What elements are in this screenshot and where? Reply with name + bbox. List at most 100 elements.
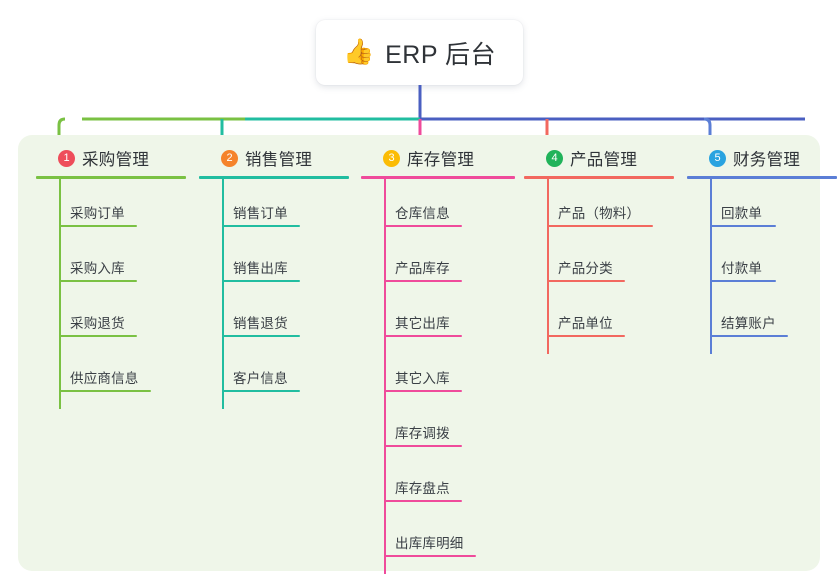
list-item-rule [710,335,788,337]
list-item-rule [384,500,462,502]
root-node-card[interactable]: 👍 ERP 后台 [316,20,523,85]
column-underline [36,176,186,179]
list-item-label: 客户信息 [233,371,288,386]
column-badge: 1 [58,149,75,167]
column-spine [222,179,224,409]
column-header[interactable]: 1 采购管理 [36,146,186,170]
column-underline [361,176,515,179]
list-item-rule [59,390,151,392]
column-item-list: 回款单付款单结算账户 [687,179,837,354]
list-item-label: 采购退货 [70,316,125,331]
list-item-rule [547,335,625,337]
column-title: 销售管理 [245,151,313,169]
list-item-rule [222,335,300,337]
column-title: 采购管理 [82,151,150,169]
list-item-rule [384,555,476,557]
list-item-label: 产品库存 [395,261,450,276]
list-item[interactable]: 回款单 [687,179,837,234]
list-item[interactable]: 库存调拨 [361,399,515,454]
list-item[interactable]: 客户信息 [199,344,349,399]
list-item[interactable]: 销售出库 [199,234,349,289]
list-item-rule [710,225,776,227]
list-item[interactable]: 采购退货 [36,289,186,344]
column-badge: 3 [383,149,400,167]
list-item[interactable]: 付款单 [687,234,837,289]
column-财务管理: 5 财务管理回款单付款单结算账户 [687,146,837,354]
column-header[interactable]: 4 产品管理 [524,146,674,170]
list-item-label: 销售退货 [233,316,288,331]
list-item-label: 出库库明细 [395,536,464,551]
list-item-rule [222,280,300,282]
list-item[interactable]: 产品分类 [524,234,674,289]
column-spine [59,179,61,409]
column-采购管理: 1 采购管理采购订单采购入库采购退货供应商信息 [36,146,186,409]
list-item-label: 产品（物料） [558,206,641,221]
list-item-label: 采购订单 [70,206,125,221]
column-header[interactable]: 3 库存管理 [361,146,515,170]
column-销售管理: 2 销售管理销售订单销售出库销售退货客户信息 [199,146,349,409]
column-title: 库存管理 [407,151,475,169]
list-item-rule [547,225,653,227]
column-title: 产品管理 [570,151,638,169]
column-spine [710,179,712,354]
list-item-label: 付款单 [721,261,763,276]
list-item-rule [384,225,462,227]
list-item-label: 产品单位 [558,316,613,331]
list-item-rule [710,280,776,282]
list-item-rule [384,335,462,337]
list-item-label: 库存调拨 [395,426,450,441]
list-item-label: 销售出库 [233,261,288,276]
list-item[interactable]: 结算账户 [687,289,837,344]
list-item-rule [222,225,300,227]
list-item-label: 产品分类 [558,261,613,276]
list-item[interactable]: 采购入库 [36,234,186,289]
list-item[interactable]: 仓库信息 [361,179,515,234]
column-item-list: 产品（物料） 产品分类产品单位 [524,179,674,354]
list-item[interactable]: 销售订单 [199,179,349,234]
column-underline [524,176,674,179]
thumbs-up-icon: 👍 [342,38,375,66]
column-库存管理: 3 库存管理仓库信息产品库存其它出库其它入库库存调拨库存盘点出库库明细 [361,146,515,574]
list-item-rule [384,445,462,447]
root-node-label: ERP 后台 [385,40,497,69]
column-badge: 4 [546,149,563,167]
list-item[interactable]: 其它出库 [361,289,515,344]
list-item-rule [59,335,137,337]
list-item-rule [59,225,137,227]
list-item-rule [222,390,300,392]
list-item[interactable]: 其它入库 [361,344,515,399]
list-item[interactable]: 产品库存 [361,234,515,289]
list-item-label: 仓库信息 [395,206,450,221]
column-badge: 5 [709,149,726,167]
list-item[interactable]: 供应商信息 [36,344,186,399]
content-panel [18,135,820,571]
list-item[interactable]: 采购订单 [36,179,186,234]
list-item-label: 回款单 [721,206,763,221]
column-title: 财务管理 [733,151,801,169]
list-item[interactable]: 出库库明细 [361,509,515,564]
column-header[interactable]: 5 财务管理 [687,146,837,170]
column-产品管理: 4 产品管理产品（物料） 产品分类产品单位 [524,146,674,354]
list-item[interactable]: 库存盘点 [361,454,515,509]
list-item-label: 库存盘点 [395,481,450,496]
list-item-label: 供应商信息 [70,371,139,386]
list-item[interactable]: 产品单位 [524,289,674,344]
column-item-list: 采购订单采购入库采购退货供应商信息 [36,179,186,409]
column-item-list: 销售订单销售出库销售退货客户信息 [199,179,349,409]
column-underline [199,176,349,179]
list-item-label: 销售订单 [233,206,288,221]
list-item-rule [384,280,462,282]
list-item-rule [59,280,137,282]
column-underline [687,176,837,179]
list-item-label: 其它出库 [395,316,450,331]
list-item[interactable]: 产品（物料） [524,179,674,234]
column-spine [547,179,549,354]
column-header[interactable]: 2 销售管理 [199,146,349,170]
column-badge: 2 [221,149,238,167]
column-item-list: 仓库信息产品库存其它出库其它入库库存调拨库存盘点出库库明细 [361,179,515,574]
list-item-label: 结算账户 [721,316,776,331]
column-spine [384,179,386,574]
list-item-rule [384,390,462,392]
list-item[interactable]: 销售退货 [199,289,349,344]
